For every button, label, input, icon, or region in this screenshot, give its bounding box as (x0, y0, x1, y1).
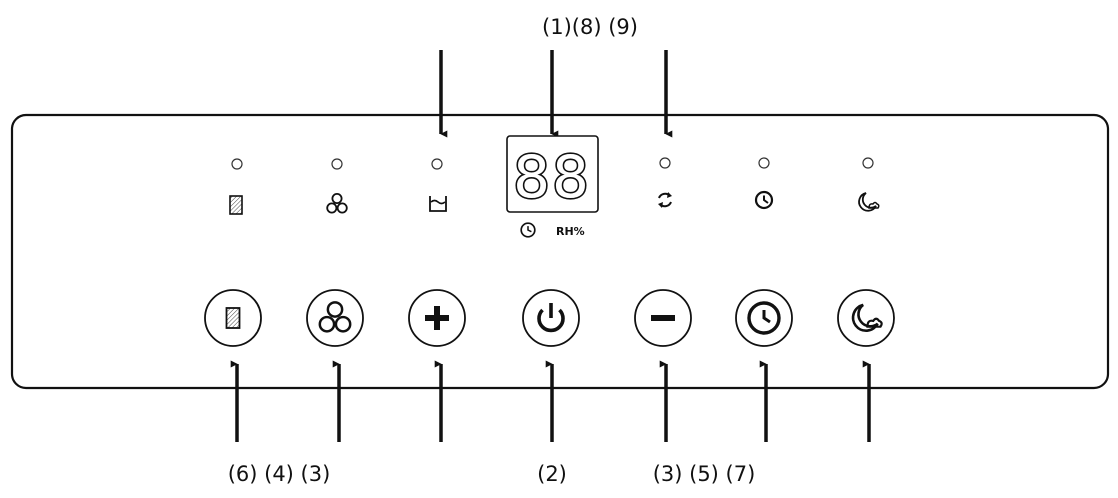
power-button[interactable] (522, 289, 580, 347)
led-filter (231, 158, 243, 170)
bottom-label-center: (2) (537, 462, 567, 486)
fan-speed-button[interactable] (306, 289, 364, 347)
filter-button[interactable] (204, 289, 262, 347)
digit-display (506, 135, 599, 213)
display-clock-icon (520, 222, 536, 238)
led-sleep (862, 157, 874, 169)
led-timer (758, 157, 770, 169)
sleep-button[interactable] (837, 289, 895, 347)
top-label-center: (1)(8) (9) (542, 15, 638, 39)
timer-button[interactable] (735, 289, 793, 347)
display-digits: 88 (513, 143, 591, 211)
bottom-label-right: (3) (5) (7) (653, 462, 756, 486)
plus-button[interactable] (408, 289, 466, 347)
panel-frame (10, 113, 1110, 390)
filter-icon (229, 195, 243, 215)
minus-button[interactable] (634, 289, 692, 347)
bottom-label-left: (6) (4) (3) (228, 462, 331, 486)
led-fan (331, 158, 343, 170)
led-cycle (659, 157, 671, 169)
display-unit: RH% (556, 225, 585, 238)
led-water-tank (431, 158, 443, 170)
